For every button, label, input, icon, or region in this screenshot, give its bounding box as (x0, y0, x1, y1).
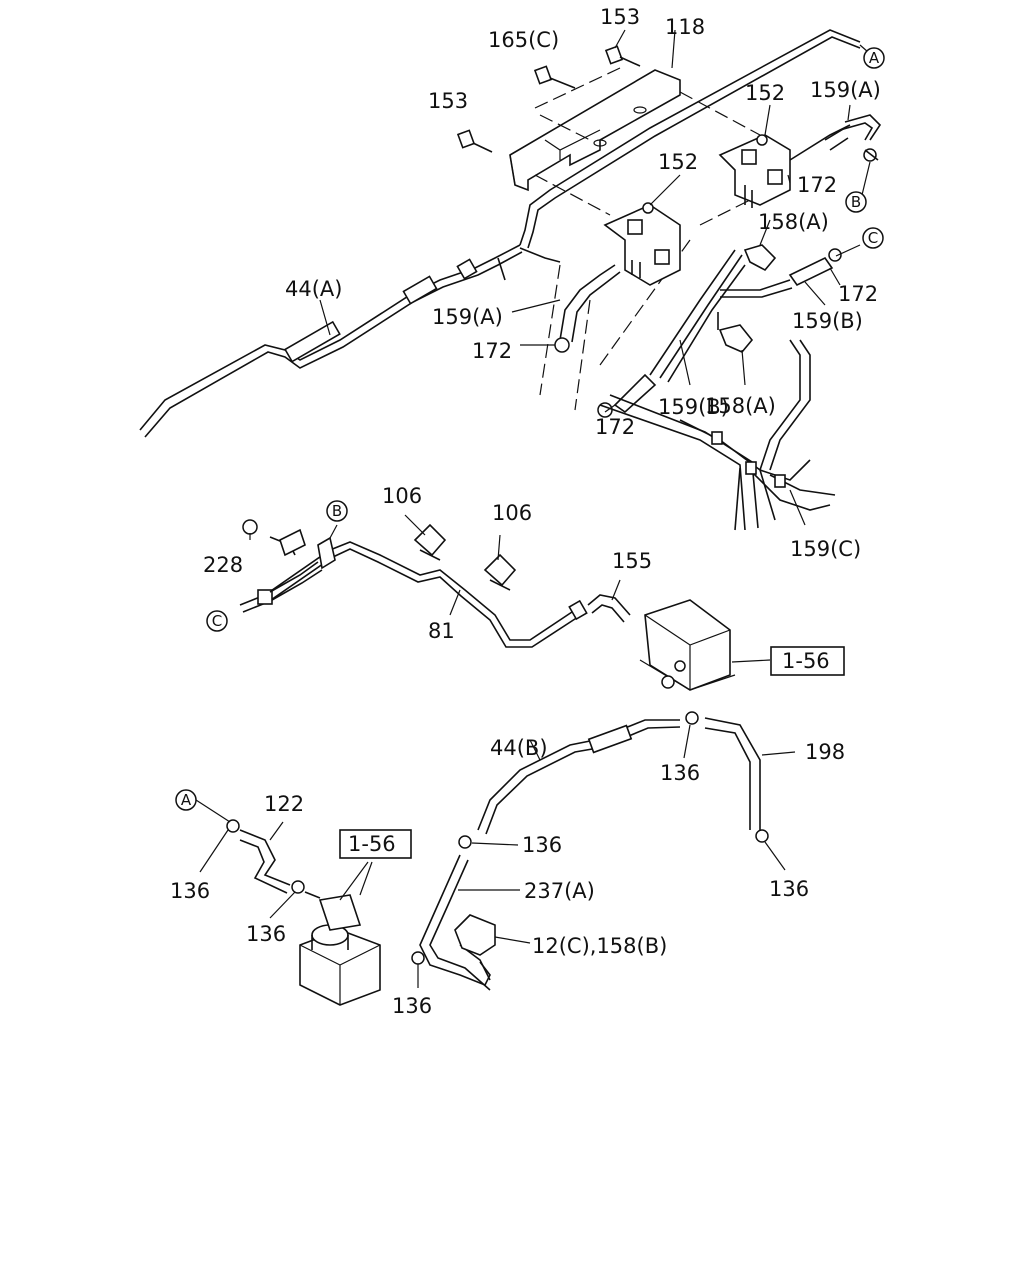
label-198: 198 (805, 740, 845, 764)
clip-158a-top (743, 244, 777, 272)
svg-text:C: C (212, 612, 222, 630)
ref-box-lower (339, 829, 412, 859)
label-81: 81 (428, 619, 455, 643)
label-44b: 44(B) (490, 736, 548, 760)
label-1-56-lower: 1-56 (348, 832, 396, 856)
canister-upper (639, 599, 736, 691)
svg-text:B: B (332, 502, 342, 520)
hose-198 (704, 717, 761, 830)
clamp-172-top (863, 148, 879, 162)
label-152-mid: 152 (658, 150, 698, 174)
label-172-right: 172 (838, 282, 878, 306)
hose-159a-top (824, 114, 882, 151)
clip-158a-mid (718, 324, 754, 353)
svg-text:B: B (851, 193, 861, 211)
pipe-top (519, 29, 861, 249)
label-136-d: 136 (246, 922, 286, 946)
svg-text:A: A (181, 791, 192, 809)
connector-a-low: A (175, 789, 197, 811)
clamp-136-series (226, 711, 769, 965)
bolt-165c (533, 65, 576, 89)
connector-b-mid: B (326, 500, 348, 522)
label-153-top: 153 (600, 5, 640, 29)
hose-155 (587, 594, 631, 623)
bolt-153-left (456, 129, 493, 153)
svg-text:C: C (868, 229, 878, 247)
bracket-118 (509, 69, 681, 192)
hose-159a-mid (559, 264, 621, 343)
label-228: 228 (203, 553, 243, 577)
label-158a-top: 158(A) (758, 210, 829, 234)
bolt-228 (242, 519, 306, 557)
label-155: 155 (612, 549, 652, 573)
clamp-172-right (828, 248, 842, 262)
valve-152-right (718, 124, 851, 208)
label-122: 122 (264, 792, 304, 816)
label-136-f: 136 (769, 877, 809, 901)
label-172-top: 172 (797, 173, 837, 197)
ref-box-upper (770, 646, 845, 676)
label-159b-right: 159(B) (792, 309, 863, 333)
label-136-e: 136 (392, 994, 432, 1018)
label-159b-mid: 159(B) (658, 395, 729, 419)
canister-lower (299, 891, 381, 1006)
label-1-56-upper: 1-56 (782, 649, 830, 673)
hoses-159b (613, 249, 834, 414)
label-172-lower: 172 (595, 415, 635, 439)
valve-152-mid (603, 202, 681, 286)
bolt-153-top (604, 45, 641, 67)
label-136-a: 136 (660, 761, 700, 785)
hose-122 (239, 829, 291, 894)
label-153-left: 153 (428, 89, 468, 113)
label-172-mid: 172 (472, 339, 512, 363)
svg-text:A: A (869, 49, 880, 67)
label-165c: 165(C) (488, 28, 559, 52)
pipe-44a (139, 244, 561, 438)
label-106-left: 106 (382, 484, 422, 508)
clip-106-right (483, 553, 517, 591)
label-12c-158b: 12(C),158(B) (532, 934, 667, 958)
label-136-c: 136 (170, 879, 210, 903)
clamp-172-mid (554, 337, 570, 353)
label-136-b: 136 (522, 833, 562, 857)
connector-a-top: A (863, 47, 885, 69)
label-118: 118 (665, 15, 705, 39)
connector-c-top: C (862, 227, 884, 249)
label-158a-mid: 158(A) (705, 394, 776, 418)
label-159a-top: 159(A) (810, 78, 881, 102)
pipe-81 (239, 536, 588, 648)
label-106-right: 106 (492, 501, 532, 525)
connector-b-top: B (845, 191, 867, 213)
clip-12c-158b (454, 914, 496, 956)
harness-159c (599, 339, 836, 531)
label-159c: 159(C) (790, 537, 861, 561)
connector-c-mid: C (206, 610, 228, 632)
label-237a: 237(A) (524, 879, 595, 903)
pipe-44b (477, 719, 681, 835)
label-152-right: 152 (745, 81, 785, 105)
leader-lines (195, 29, 871, 988)
label-159a-mid: 159(A) (432, 305, 503, 329)
label-44a: 44(A) (285, 277, 342, 301)
